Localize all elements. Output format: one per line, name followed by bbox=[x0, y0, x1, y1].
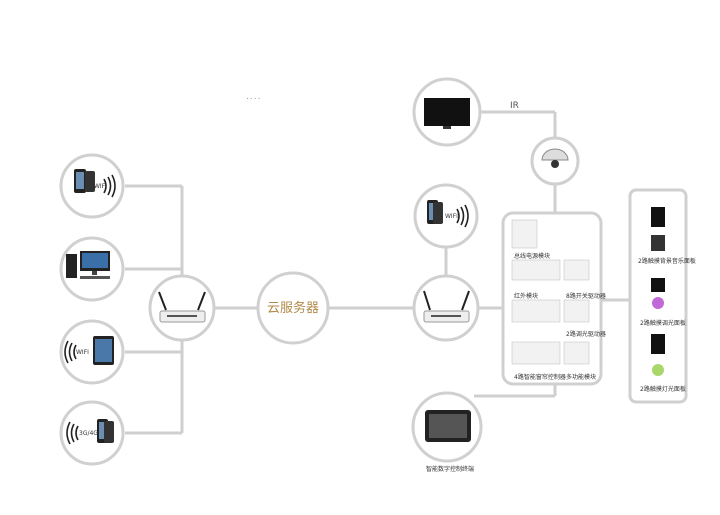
panels-column bbox=[628, 188, 688, 404]
panel-icon bbox=[651, 235, 665, 251]
right-router-node bbox=[412, 274, 480, 342]
module-label: 2路调光驱动器 bbox=[566, 331, 606, 338]
panel-icon bbox=[651, 278, 665, 292]
wifi-waves-icon bbox=[64, 340, 77, 364]
bulb-icon bbox=[652, 297, 664, 309]
antenna-icon bbox=[461, 290, 470, 311]
terminal-node bbox=[411, 391, 483, 463]
desktop-node bbox=[59, 236, 125, 302]
cloud-server-label: 云服务器 bbox=[266, 301, 319, 316]
phone-wifi-label: WIFI bbox=[94, 183, 107, 190]
phone-wifi-node bbox=[59, 153, 125, 219]
left-router-node bbox=[148, 274, 216, 342]
module-label: 红外模块 bbox=[514, 293, 539, 300]
antenna-icon bbox=[158, 291, 167, 311]
panel-icon bbox=[651, 334, 665, 354]
signal-waves-icon bbox=[66, 421, 79, 445]
tower-icon bbox=[66, 254, 77, 278]
module-label: 总线电源模块 bbox=[514, 253, 551, 260]
phone-3g4g-node bbox=[59, 400, 125, 466]
tv-node bbox=[412, 77, 482, 147]
panel-label: 2路触摸灯光面板 bbox=[640, 386, 686, 393]
right-phone-wifi-label: WIFI bbox=[445, 213, 458, 220]
cloud-server-node bbox=[256, 271, 330, 345]
panel-label: 2路触摸背景音乐面板 bbox=[638, 258, 696, 265]
panel-icon bbox=[651, 207, 665, 227]
wifi-waves-icon bbox=[456, 204, 469, 228]
right-phone-node bbox=[413, 183, 479, 249]
phone-3g4g-label: 3G/4G bbox=[79, 430, 98, 437]
bulb-icon bbox=[652, 364, 664, 376]
terminal-label: 智能数字控制终端 bbox=[425, 466, 474, 473]
module-label: 多功能模块 bbox=[566, 374, 597, 381]
dome-camera-icon bbox=[541, 148, 569, 161]
panel-label: 2路触摸调光面板 bbox=[640, 320, 686, 327]
control-cabinet bbox=[501, 211, 603, 386]
module-label: 8路开关驱动器 bbox=[566, 293, 606, 300]
tv-icon bbox=[424, 98, 470, 126]
wifi-waves-icon bbox=[103, 174, 116, 198]
ipad-node bbox=[59, 319, 125, 385]
antenna-icon bbox=[423, 290, 431, 311]
decorative-dots: .... bbox=[246, 92, 262, 102]
module-label: 4路智能窗帘控制器 bbox=[514, 374, 566, 381]
camera-node bbox=[530, 136, 580, 186]
antenna-icon bbox=[197, 291, 206, 311]
ipad-wifi-label: WIFI bbox=[76, 349, 89, 356]
keyboard-icon bbox=[80, 276, 110, 279]
ir-label: IR bbox=[510, 101, 519, 111]
